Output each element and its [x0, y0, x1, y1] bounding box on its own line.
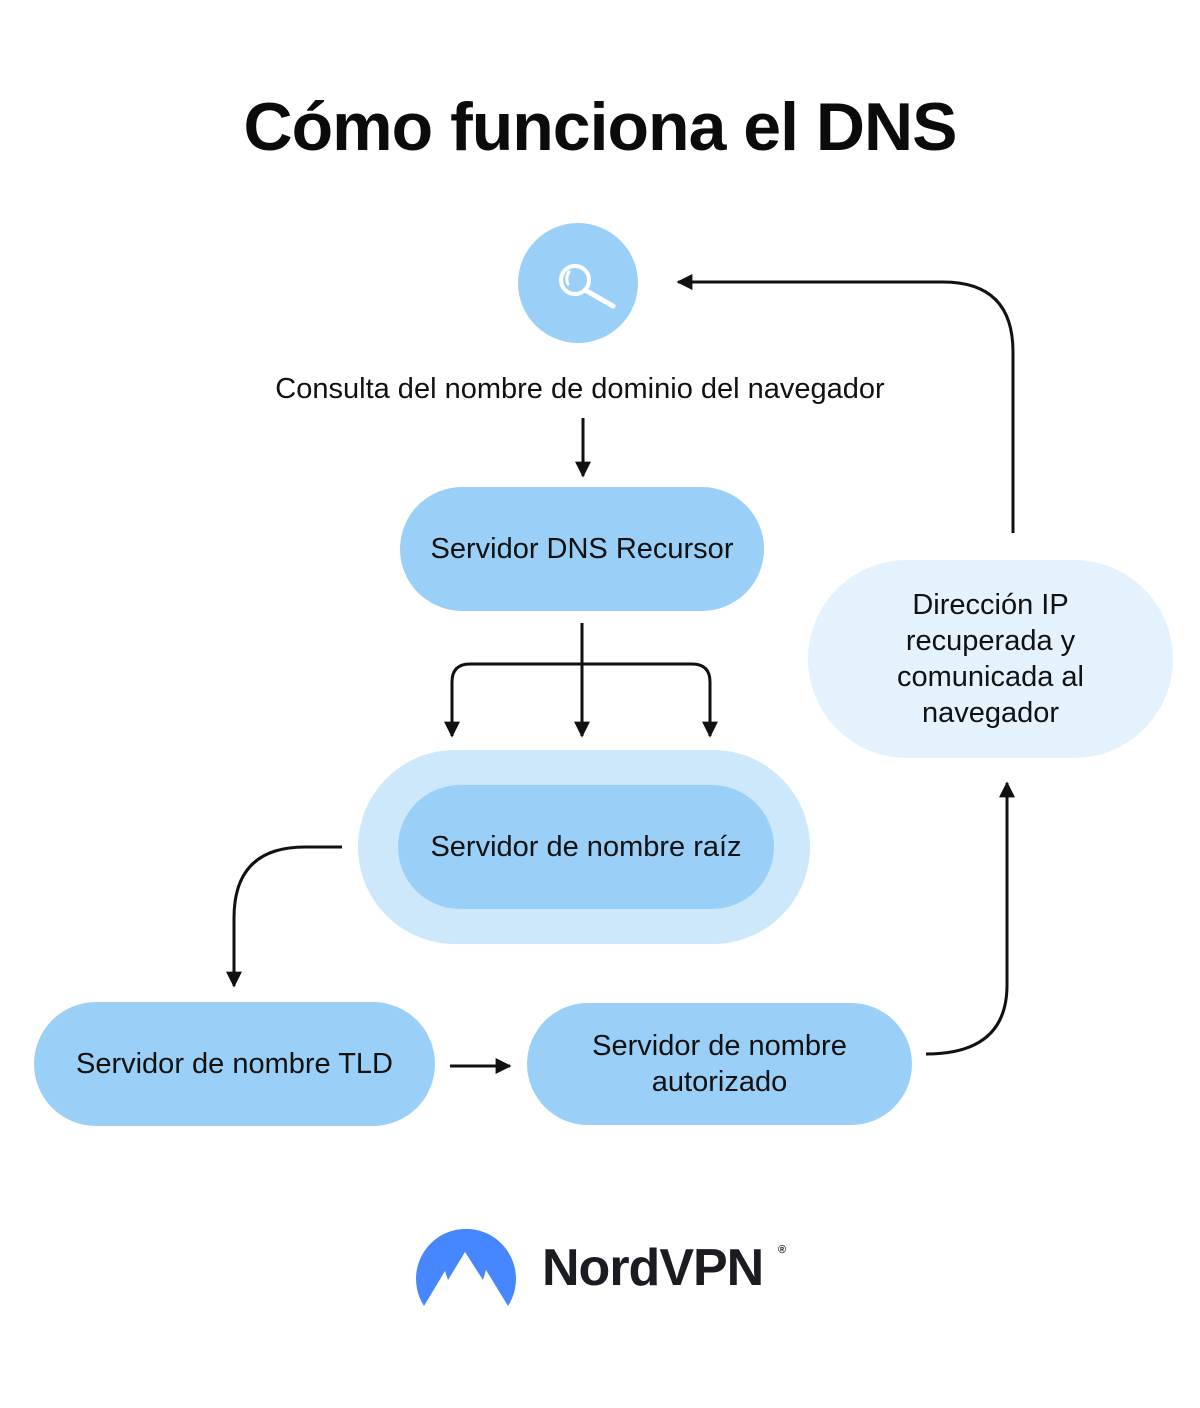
diagram-title: Cómo funciona el DNS [243, 89, 958, 165]
registered-mark: ® [778, 1244, 787, 1256]
brand-name: NordVPN [542, 1239, 764, 1297]
arrow-root-to-tld [226, 845, 342, 988]
ip-result-node: Dirección IP recuperada y comunicada al … [808, 560, 1173, 758]
nordvpn-mountain-logo [416, 1228, 516, 1306]
recursor-node: Servidor DNS Recursor [400, 487, 764, 611]
authoritative-node: Servidor de nombre autorizado [527, 1003, 912, 1125]
arrow-ip-to-browser [676, 274, 1015, 533]
root-node: Servidor de nombre raíz [398, 785, 774, 909]
browser-query-node [518, 223, 638, 343]
search-icon [559, 264, 616, 309]
arrow-recursor-to-root-left [444, 662, 582, 738]
arrow-recursor-to-root-right [582, 662, 718, 738]
brand-logo: NordVPN ® [414, 1226, 794, 1310]
arrow-authoritative-to-ip [925, 781, 1015, 1056]
query-label: Consulta del nombre de dominio del naveg… [275, 373, 885, 405]
tld-node: Servidor de nombre TLD [34, 1002, 435, 1126]
